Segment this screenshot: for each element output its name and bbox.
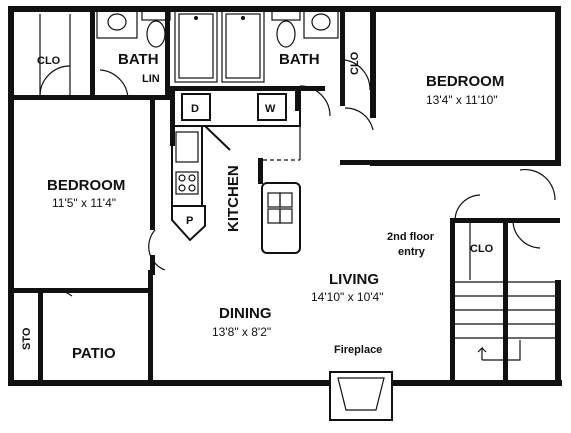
patio-storage xyxy=(38,293,43,383)
closet-right-label: CLO xyxy=(349,51,361,75)
bath-fixtures xyxy=(96,9,339,83)
second-floor-entry-label: 2nd floor xyxy=(387,231,435,243)
closet-stair-label: CLO xyxy=(470,243,494,255)
patio-label: PATIO xyxy=(72,345,116,362)
storage-label: STO xyxy=(21,327,33,350)
living-label: LIVING xyxy=(329,271,379,288)
bedroom-left-dimensions: 11'5" x 11'4" xyxy=(52,196,116,210)
second-floor-entry-label-line2: entry xyxy=(398,246,426,258)
bath-left-label: BATH xyxy=(118,51,159,68)
kitchen-label: KITCHEN xyxy=(225,165,242,232)
bath-right-label: BATH xyxy=(279,51,320,68)
linen-label: LIN xyxy=(142,73,160,85)
living-dimensions: 14'10" x 10'4" xyxy=(311,290,384,304)
fireplace-label: Fireplace xyxy=(334,344,382,356)
washer-label: W xyxy=(265,103,276,115)
dining-label: DINING xyxy=(219,305,272,322)
bedroom-right-dimensions: 13'4" x 11'10" xyxy=(426,93,498,107)
bedroom-left-label: BEDROOM xyxy=(47,177,125,194)
fireplace xyxy=(329,371,393,421)
bedroom-right-label: BEDROOM xyxy=(426,73,504,90)
kitchen-fixtures xyxy=(171,125,301,254)
laundry xyxy=(171,89,301,127)
dryer-label: D xyxy=(191,103,199,115)
door-swings xyxy=(39,14,556,297)
stairs xyxy=(455,222,555,361)
pantry-label: P xyxy=(186,215,193,227)
dining-dimensions: 13'8" x 8'2" xyxy=(212,325,271,339)
exterior-walls xyxy=(8,6,562,386)
closet-left-label: CLO xyxy=(37,55,61,67)
